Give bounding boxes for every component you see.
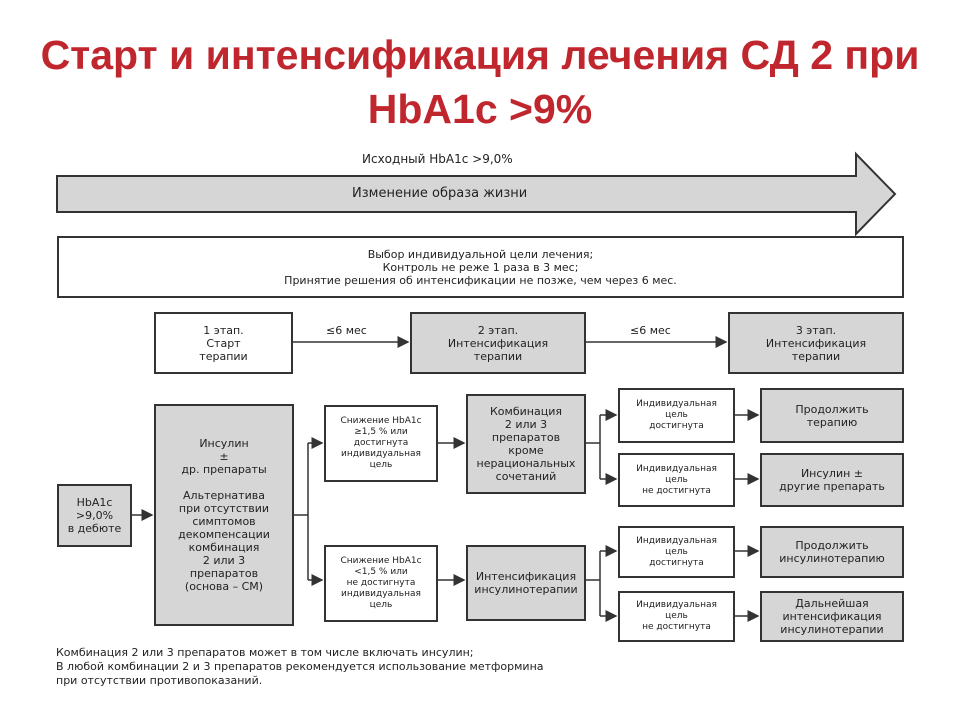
combination-box: Комбинация 2 или 3 препаратов кроме нера… (466, 394, 586, 494)
outcome-continue-therapy: Продолжить терапию (760, 388, 904, 443)
goal-reached-box-2: Индивидуальная цель достигнута (618, 526, 735, 578)
goals-box: Выбор индивидуальной цели лечения; Контр… (57, 236, 904, 298)
interval-label-1: ≤6 мес (326, 324, 367, 337)
outcome-continue-insulin: Продолжить инсулинотерапию (760, 526, 904, 578)
outcome-further-intensification: Дальнейшая интенсификация инсулинотерапи… (760, 591, 904, 642)
footnote: Комбинация 2 или 3 препаратов может в то… (56, 646, 544, 687)
baseline-label: Исходный HbA1c >9,0% (362, 152, 513, 166)
insulin-box: Инсулин ± др. препараты Альтернатива при… (154, 404, 294, 626)
lifestyle-arrow (56, 151, 897, 237)
goal-not-reached-box-1: Индивидуальная цель не достигнута (618, 453, 735, 507)
stage-1-box: 1 этап. Старт терапии (154, 312, 293, 374)
onset-box: HbA1c >9,0% в дебюте (57, 484, 132, 547)
goal-reached-box-1: Индивидуальная цель достигнута (618, 388, 735, 443)
goal-not-reached-box-2: Индивидуальная цель не достигнута (618, 591, 735, 642)
outcome-insulin-other: Инсулин ± другие препарать (760, 453, 904, 507)
lifestyle-label: Изменение образа жизни (352, 186, 528, 201)
decrease-ok-box: Снижение HbA1c ≥1,5 % или достигнута инд… (324, 405, 438, 482)
interval-label-2: ≤6 мес (630, 324, 671, 337)
decrease-fail-box: Снижение HbA1c <1,5 % или не достигнута … (324, 545, 438, 622)
page-title: Старт и интенсификация лечения СД 2 при … (40, 32, 920, 132)
insulin-intensification-box: Интенсификация инсулинотерапии (466, 545, 586, 621)
stage-3-box: 3 этап. Интенсификация терапии (728, 312, 904, 374)
stage-2-box: 2 этап. Интенсификация терапии (410, 312, 586, 374)
